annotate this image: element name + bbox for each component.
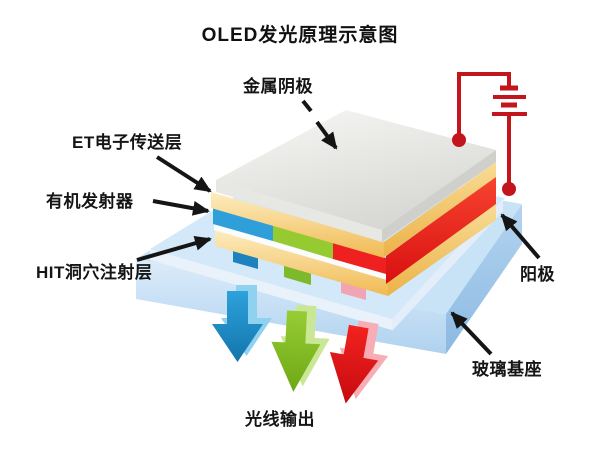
battery-circuit (452, 72, 527, 196)
emitter-red-side (386, 176, 496, 284)
emitter-arrow (152, 199, 210, 216)
emitter-red-segment (333, 243, 386, 274)
hit-arrow (136, 235, 212, 262)
anode-arrow (500, 213, 541, 260)
emission-tab-blue (233, 250, 258, 269)
light-arrow-red (329, 320, 389, 404)
label-et-transport-layer: ET电子传送层 (72, 133, 183, 152)
contact-dot-cathode (452, 133, 466, 147)
metal-cathode-layer (216, 110, 496, 242)
emission-tab-green (284, 265, 311, 285)
label-light-output: 光线输出 (245, 410, 315, 429)
label-hit-injection-layer: HIT洞穴注射层 (36, 263, 153, 282)
et-transport-layer (211, 162, 496, 258)
separator-strip (214, 224, 387, 280)
light-arrow-blue (212, 285, 272, 362)
light-arrow-green (271, 304, 330, 392)
page-title: OLED发光原理示意图 (201, 25, 399, 46)
contact-dot-anode (502, 182, 516, 196)
emitter-blue-segment (213, 208, 273, 241)
battery-icon (492, 85, 527, 116)
cathode-arrow (315, 120, 338, 150)
label-glass-substrate: 玻璃基座 (472, 360, 542, 379)
label-arrows (136, 99, 541, 356)
hit-injection-layer (215, 204, 496, 296)
label-anode: 阳极 (520, 265, 555, 284)
emission-tab-red (341, 281, 366, 300)
label-organic-emitter: 有机发射器 (46, 192, 134, 211)
cathode-arrow-dash (301, 99, 313, 113)
label-metal-cathode: 金属阴极 (243, 77, 313, 96)
organic-emitter-layer (213, 176, 496, 284)
emitter-green-segment (273, 225, 333, 259)
glass-arrow (450, 311, 493, 356)
et-arrow (155, 155, 212, 193)
wire-cathode (457, 72, 511, 140)
